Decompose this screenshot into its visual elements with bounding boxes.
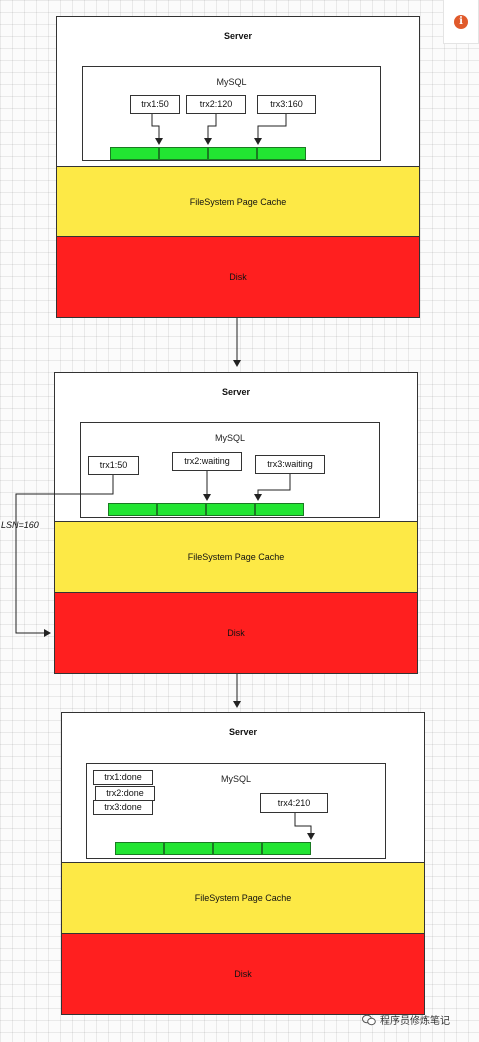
arrow-trx1-to-buffer: [151, 114, 163, 145]
log-buffer-segment: [110, 147, 159, 160]
info-button[interactable]: i: [443, 0, 479, 44]
filesystem-page-cache: FileSystem Page Cache: [56, 166, 420, 237]
log-buffer-segment: [115, 842, 164, 855]
arrow-trx3-to-buffer: [254, 474, 291, 501]
log-buffer: [115, 842, 311, 855]
trx-box: trx4:210: [260, 793, 328, 813]
watermark: 程序员修炼笔记: [362, 1012, 450, 1027]
log-buffer-segment: [159, 147, 208, 160]
log-buffer-segment: [208, 147, 257, 160]
filesystem-page-cache: FileSystem Page Cache: [61, 862, 425, 934]
trx-box: trx1:50: [130, 95, 180, 114]
disk: Disk: [54, 592, 418, 674]
server-label: Server: [221, 387, 251, 397]
lsn-label: LSN=160: [0, 520, 40, 530]
watermark-text: 程序员修炼笔记: [380, 1016, 450, 1027]
log-buffer-segment: [157, 503, 206, 516]
info-icon: i: [454, 15, 468, 29]
trx-box: trx3:160: [257, 95, 316, 114]
trx-box: trx2:waiting: [172, 452, 242, 471]
log-buffer-segment: [257, 147, 306, 160]
arrow-lsn-flush: [15, 475, 114, 637]
mysql-label: MySQL: [216, 77, 247, 87]
disk: Disk: [56, 236, 420, 318]
trx-box: trx1:done: [93, 770, 153, 785]
trx-box: trx1:50: [88, 456, 139, 475]
server-label: Server: [223, 31, 253, 41]
mysql-label: MySQL: [220, 774, 251, 784]
trx-box: trx2:120: [186, 95, 246, 114]
arrow-trx3-to-buffer: [254, 114, 287, 145]
log-buffer-segment: [255, 503, 304, 516]
log-buffer-segment: [206, 503, 255, 516]
log-buffer-segment: [164, 842, 213, 855]
trx-box: trx3:waiting: [255, 455, 325, 474]
arrow-trx2-to-buffer: [204, 114, 217, 145]
wechat-icon: [362, 1014, 376, 1025]
log-buffer-segment: [213, 842, 262, 855]
log-buffer: [110, 147, 306, 160]
mysql-label: MySQL: [214, 433, 245, 443]
filesystem-page-cache: FileSystem Page Cache: [54, 521, 418, 593]
log-buffer-segment: [108, 503, 157, 516]
arrow-trx4-to-buffer: [294, 813, 315, 840]
disk: Disk: [61, 933, 425, 1015]
log-buffer: [108, 503, 304, 516]
trx-box: trx3:done: [93, 800, 153, 815]
server-label: Server: [228, 727, 258, 737]
log-buffer-segment: [262, 842, 311, 855]
